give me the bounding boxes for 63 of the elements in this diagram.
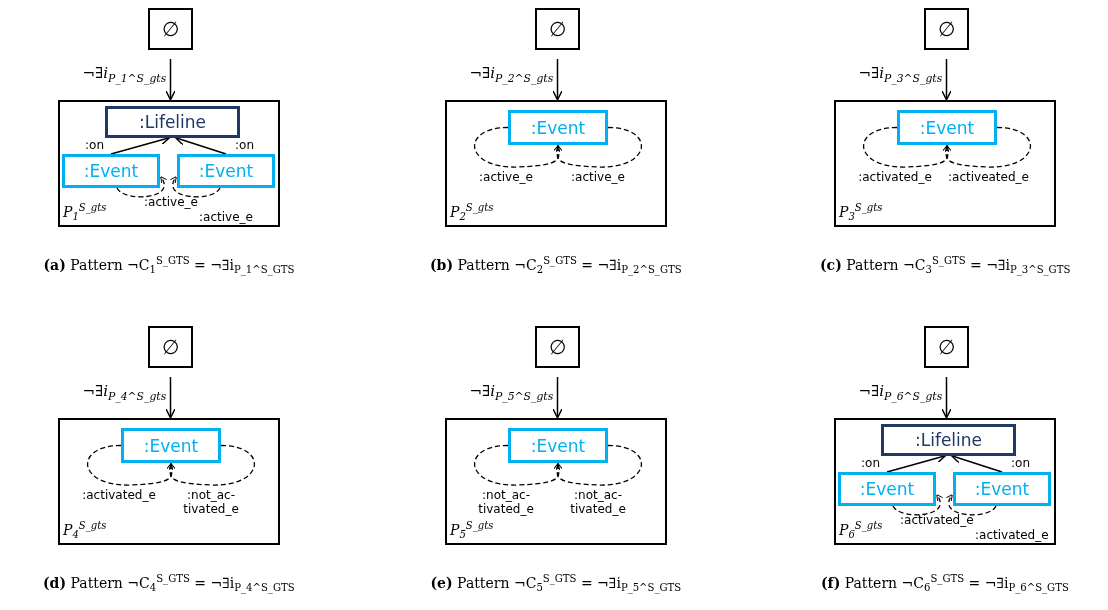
- loop-arrow: [554, 444, 642, 486]
- loop-arrow: [943, 126, 1031, 168]
- empty-set-box: ∅: [535, 326, 580, 368]
- edge-label: ¬∃i$_{P_1^S_gts}$: [82, 64, 167, 86]
- edge-label: ¬∃i$_{P_6^S_gts}$: [858, 382, 943, 404]
- edge-label: ¬∃i$_{P_5^S_gts}$: [469, 382, 554, 404]
- pattern-box: [445, 100, 667, 227]
- edge-label: :not_ac-tivated_e: [182, 488, 240, 517]
- edge-label: :activated_e: [857, 170, 933, 185]
- pattern-box: [445, 418, 667, 545]
- event-box: :Event: [62, 154, 160, 188]
- pattern-box: [834, 100, 1056, 227]
- arrow: [552, 376, 563, 419]
- loop-arrow: [87, 444, 175, 486]
- loop-arrow: [554, 126, 642, 168]
- edge-label: :active_e: [199, 210, 253, 225]
- empty-set-box: ∅: [535, 8, 580, 50]
- figure-caption: (a) Pattern ¬C$_{1}$$^{S_GTS}$ = ¬∃i$_{P_1^S_GTS}$: [43, 255, 295, 276]
- edge-label: :on: [861, 456, 880, 471]
- edge-label: ¬∃i$_{P_4^S_gts}$: [82, 382, 167, 404]
- event-box: :Event: [838, 472, 936, 506]
- edge-label: :not_ac-tivated_e: [477, 488, 535, 517]
- lifeline-box: :Lifeline: [105, 106, 240, 138]
- arrow: [165, 58, 176, 101]
- event-box: :Event: [177, 154, 275, 188]
- loop-arrow: [474, 444, 562, 486]
- figure-caption: (d) Pattern ¬C$_{4}$$^{S_GTS}$ = ¬∃i$_{P_4^S_GTS}$: [43, 573, 295, 594]
- edge-label: :on: [85, 138, 104, 153]
- pattern-box: [58, 418, 280, 545]
- arrow: [165, 376, 176, 419]
- arrow: [552, 58, 563, 101]
- edge-label: :active_e: [478, 170, 534, 185]
- event-box: :Event: [953, 472, 1051, 506]
- figure-caption: (e) Pattern ¬C$_{5}$$^{S_GTS}$ = ¬∃i$_{P_5^S_GTS}$: [430, 573, 682, 594]
- empty-set-box: ∅: [148, 326, 193, 368]
- edge-label: :activated_e: [900, 513, 974, 528]
- arrow: [941, 58, 952, 101]
- figure-caption: (b) Pattern ¬C$_{2}$$^{S_GTS}$ = ¬∃i$_{P_2^S_GTS}$: [430, 255, 682, 276]
- loop-arrow: [474, 126, 562, 168]
- edge-label: :not_ac-tivated_e: [569, 488, 627, 517]
- edge-label: :activated_e: [975, 528, 1049, 543]
- edge-label: :activated_e: [81, 488, 157, 503]
- edge-label: :on: [235, 138, 254, 153]
- arrow: [941, 376, 952, 419]
- event-box: :Event: [508, 110, 608, 145]
- event-box: :Event: [508, 428, 608, 463]
- figure-caption: (f) Pattern ¬C$_{6}$$^{S_GTS}$ = ¬∃i$_{P_6^S_GTS}$: [821, 573, 1069, 594]
- edge-label: :on: [1011, 456, 1030, 471]
- event-box: :Event: [121, 428, 221, 463]
- empty-set-box: ∅: [924, 8, 969, 50]
- edge-label: ¬∃i$_{P_3^S_gts}$: [858, 64, 943, 86]
- event-box: :Event: [897, 110, 997, 145]
- loop-arrow: [863, 126, 951, 168]
- lifeline-box: :Lifeline: [881, 424, 1016, 456]
- empty-set-box: ∅: [148, 8, 193, 50]
- edge-label: ¬∃i$_{P_2^S_gts}$: [469, 64, 554, 86]
- edge-label: :active_e: [144, 195, 198, 210]
- figure-caption: (c) Pattern ¬C$_{3}$$^{S_GTS}$ = ¬∃i$_{P_3^S_GTS}$: [820, 255, 1071, 276]
- pattern-box: [58, 100, 280, 227]
- loop-arrow: [167, 444, 255, 486]
- empty-set-box: ∅: [924, 326, 969, 368]
- pattern-box: [834, 418, 1056, 545]
- edge-label: :active_e: [570, 170, 626, 185]
